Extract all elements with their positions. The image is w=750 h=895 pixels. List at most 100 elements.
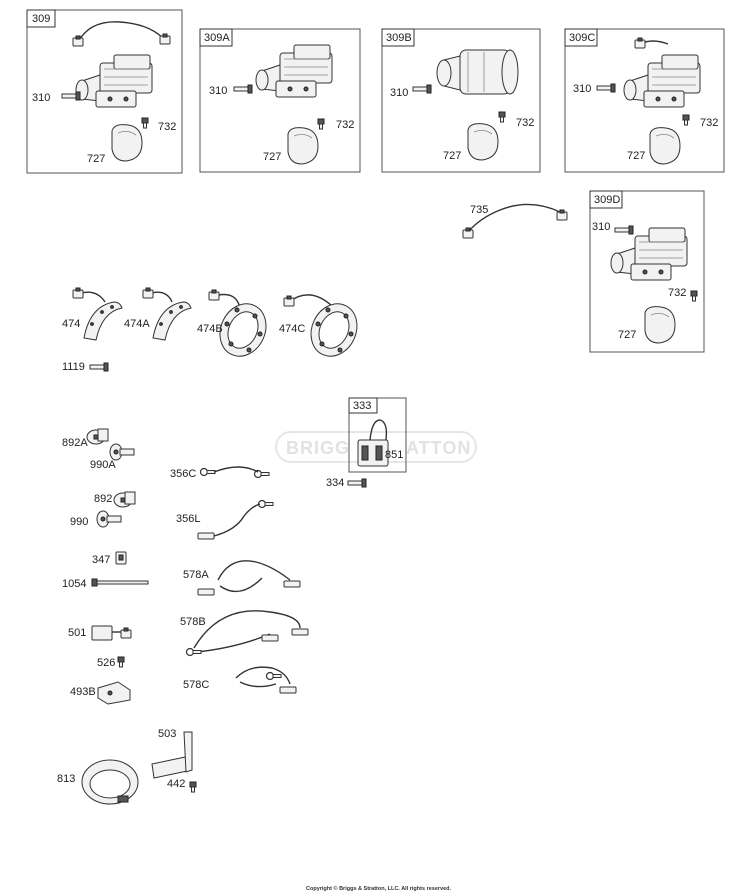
part-347[interactable]: 347	[92, 551, 127, 566]
part-503[interactable]: 503	[151, 728, 193, 779]
alternator-474a[interactable]	[152, 301, 192, 341]
alternator-474[interactable]	[83, 301, 123, 341]
label-727[interactable]: 727	[627, 150, 645, 162]
label-474a[interactable]: 474A	[124, 318, 150, 330]
part-735[interactable]: 735	[462, 203, 568, 239]
switch-892a[interactable]	[86, 428, 109, 445]
part-334[interactable]: 334	[326, 477, 367, 489]
label-732[interactable]: 732	[668, 287, 686, 299]
label-578b[interactable]: 578B	[180, 616, 206, 628]
group-309d[interactable]: 309D 310 732 727	[589, 190, 705, 353]
cover-727[interactable]	[644, 306, 676, 344]
part-356c[interactable]: 356C	[170, 466, 270, 480]
label-501[interactable]: 501	[68, 627, 86, 639]
label-727[interactable]: 727	[618, 329, 636, 341]
part-578b[interactable]: 578B	[180, 610, 309, 657]
cover-727[interactable]	[649, 127, 681, 165]
label-732[interactable]: 732	[700, 117, 718, 129]
watermark: BRIGG ATTON	[275, 431, 477, 463]
label-310[interactable]: 310	[573, 83, 591, 95]
starter-309[interactable]	[75, 54, 153, 108]
cable-356l	[213, 503, 261, 537]
label-851[interactable]: 851	[385, 449, 403, 461]
part-578a[interactable]: 578A	[183, 560, 301, 596]
label-310[interactable]: 310	[592, 221, 610, 233]
label-334[interactable]: 334	[326, 477, 344, 489]
part-990a[interactable]: 990A	[90, 443, 135, 471]
label-1054[interactable]: 1054	[62, 578, 86, 590]
group-309c[interactable]: 309C 310 732 727	[564, 28, 725, 173]
label-310[interactable]: 310	[390, 87, 408, 99]
part-474a[interactable]: 474A	[124, 287, 192, 341]
starter-309b[interactable]	[436, 49, 519, 95]
cable-356c	[213, 466, 259, 473]
starter-309c[interactable]	[623, 54, 701, 108]
label-892[interactable]: 892	[94, 493, 112, 505]
group-333-tag: 333	[353, 400, 371, 412]
harness-578c	[235, 666, 291, 685]
label-474c[interactable]: 474C	[279, 323, 305, 335]
label-347[interactable]: 347	[92, 554, 110, 566]
part-501[interactable]: 501	[68, 625, 132, 641]
label-727[interactable]: 727	[443, 150, 461, 162]
label-732[interactable]: 732	[336, 119, 354, 131]
group-309a[interactable]: 309A 310 732 727	[199, 28, 361, 173]
key-990[interactable]	[96, 510, 122, 528]
starter-309d[interactable]	[610, 227, 688, 281]
harness-578b-branch	[195, 633, 271, 653]
label-732[interactable]: 732	[158, 121, 176, 133]
label-1119[interactable]: 1119	[62, 361, 85, 373]
cover-727[interactable]	[111, 124, 143, 162]
part-526[interactable]: 526	[97, 656, 125, 669]
part-474b[interactable]: 474B	[197, 289, 275, 365]
label-732[interactable]: 732	[516, 117, 534, 129]
screw-310-icon	[596, 83, 616, 93]
label-578a[interactable]: 578A	[183, 569, 209, 581]
alternator-474c[interactable]	[302, 295, 366, 365]
label-356l[interactable]: 356L	[176, 513, 200, 525]
label-310[interactable]: 310	[209, 85, 227, 97]
bolt-732-icon	[498, 111, 506, 123]
label-813[interactable]: 813	[57, 773, 75, 785]
label-735[interactable]: 735	[470, 204, 488, 216]
label-892a[interactable]: 892A	[62, 437, 88, 449]
group-309[interactable]: 309 310 732 727	[26, 9, 183, 174]
part-442[interactable]: 442	[167, 778, 197, 793]
part-1119[interactable]: 1119	[62, 361, 109, 373]
label-990a[interactable]: 990A	[90, 459, 116, 471]
watermark-left: BRIGG	[286, 438, 350, 458]
label-503[interactable]: 503	[158, 728, 176, 740]
copyright-notice: Copyright © Briggs & Stratton, LLC. All …	[306, 885, 452, 892]
label-990[interactable]: 990	[70, 516, 88, 528]
label-727[interactable]: 727	[87, 153, 105, 165]
label-727[interactable]: 727	[263, 151, 281, 163]
group-309b[interactable]: 309B 310 732 727	[381, 28, 541, 173]
part-474c[interactable]: 474C	[279, 294, 366, 365]
part-578c[interactable]: 578C	[183, 666, 297, 694]
screw-1119-icon	[89, 362, 109, 372]
part-474[interactable]: 474	[62, 287, 123, 341]
strap-503-arm	[183, 731, 193, 773]
part-990[interactable]: 990	[70, 510, 122, 528]
label-356c[interactable]: 356C	[170, 468, 196, 480]
switch-892[interactable]	[113, 491, 136, 508]
group-333[interactable]: 333 851	[348, 397, 407, 473]
part-892a[interactable]: 892A	[62, 428, 109, 449]
label-474[interactable]: 474	[62, 318, 80, 330]
key-990a[interactable]	[109, 443, 135, 461]
starter-309a[interactable]	[255, 44, 333, 98]
label-493b[interactable]: 493B	[70, 686, 96, 698]
label-442[interactable]: 442	[167, 778, 185, 790]
cover-727[interactable]	[287, 127, 319, 165]
label-578c[interactable]: 578C	[183, 679, 209, 691]
part-1054[interactable]: 1054	[62, 578, 149, 590]
part-813[interactable]: 813	[57, 759, 139, 805]
screw-310-icon	[61, 91, 81, 101]
label-474b[interactable]: 474B	[197, 323, 223, 335]
part-356l[interactable]: 356L	[176, 499, 274, 540]
label-310[interactable]: 310	[32, 92, 50, 104]
part-493b[interactable]: 493B	[70, 681, 131, 705]
label-526[interactable]: 526	[97, 657, 115, 669]
part-892[interactable]: 892	[94, 491, 136, 508]
cover-727[interactable]	[467, 123, 499, 161]
